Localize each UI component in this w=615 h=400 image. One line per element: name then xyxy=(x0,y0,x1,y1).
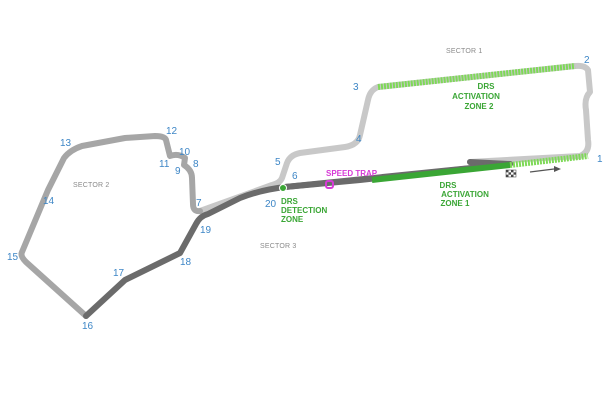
svg-text:DETECTION: DETECTION xyxy=(281,206,327,215)
turn-19: 19 xyxy=(200,225,212,236)
turn-10: 10 xyxy=(179,147,191,158)
turn-4: 4 xyxy=(356,134,362,145)
turn-16: 16 xyxy=(82,321,94,332)
turn-8: 8 xyxy=(193,159,199,170)
sector-2-path xyxy=(18,133,203,319)
svg-text:ACTIVATION: ACTIVATION xyxy=(452,92,500,101)
drs-zone-1-label: DRS ACTIVATION ZONE 1 xyxy=(440,181,490,208)
svg-text:ZONE: ZONE xyxy=(281,215,304,224)
turn-13: 13 xyxy=(60,138,72,149)
turn-9: 9 xyxy=(175,166,181,177)
turn-14: 14 xyxy=(43,196,55,207)
turn-3: 3 xyxy=(353,82,359,93)
drs-detection-point xyxy=(279,184,287,192)
svg-text:ZONE 1: ZONE 1 xyxy=(441,199,470,208)
svg-text:ZONE 2: ZONE 2 xyxy=(465,102,494,111)
drs-zone-1-track-light xyxy=(509,153,589,168)
sector-2-label: SECTOR 2 xyxy=(73,182,109,189)
svg-text:DRS: DRS xyxy=(281,197,299,206)
direction-arrow-icon xyxy=(529,166,561,173)
turn-6: 6 xyxy=(292,171,298,182)
sector-1-label: SECTOR 1 xyxy=(446,48,482,55)
turn-18: 18 xyxy=(180,257,192,268)
turn-12: 12 xyxy=(166,126,178,137)
turn-7: 7 xyxy=(196,198,202,209)
turn-20: 20 xyxy=(265,199,277,210)
drs-zone-2-track xyxy=(377,63,576,90)
turn-17: 17 xyxy=(113,268,125,279)
turn-11: 11 xyxy=(159,159,170,170)
svg-text:DRS: DRS xyxy=(478,82,496,91)
sector-1-path xyxy=(197,62,593,214)
speed-trap-label: SPEED TRAP xyxy=(326,169,378,178)
drs-zone-1-track xyxy=(371,162,511,183)
turn-1: 1 xyxy=(597,154,603,165)
svg-text:ACTIVATION: ACTIVATION xyxy=(441,190,489,199)
drs-detection-label: DRS DETECTION ZONE xyxy=(281,197,327,224)
turn-5: 5 xyxy=(275,157,281,168)
sector-3-label: SECTOR 3 xyxy=(260,243,296,250)
checkered-flag-icon xyxy=(505,169,517,178)
svg-text:DRS: DRS xyxy=(440,181,458,190)
turn-15: 15 xyxy=(7,252,19,263)
speed-trap-marker xyxy=(325,180,334,189)
turn-2: 2 xyxy=(584,55,590,66)
drs-zone-2-label: DRS ACTIVATION ZONE 2 xyxy=(452,82,500,111)
